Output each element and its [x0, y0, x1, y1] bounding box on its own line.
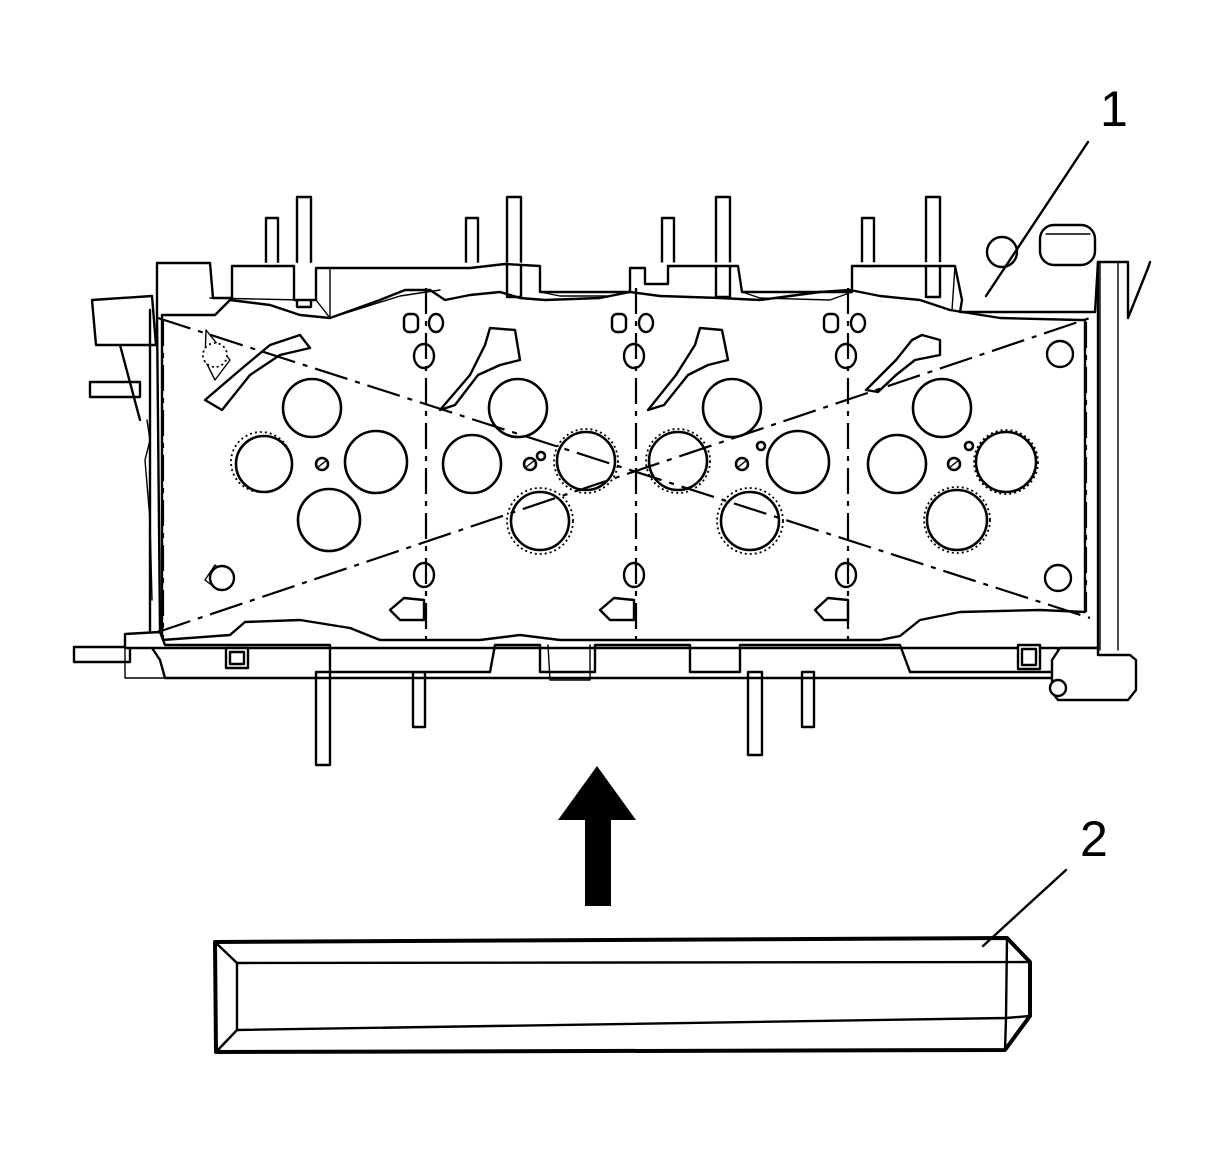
callout-label-2: 2 [1080, 811, 1108, 867]
leader-line-1 [984, 140, 1090, 298]
direction-arrow-up [558, 766, 636, 906]
callout-2: 2 [981, 811, 1108, 948]
bolt-slots [208, 312, 1075, 622]
left-studs [72, 294, 158, 664]
measurement-lines [157, 288, 1091, 645]
oil-passage-3 [646, 326, 730, 412]
callout-1: 1 [984, 81, 1128, 298]
oil-passage-1 [203, 333, 312, 412]
leader-line-2 [981, 868, 1068, 948]
bottom-rail [123, 630, 1060, 674]
top-rail [155, 260, 1152, 320]
cylinder-4-ports [866, 377, 1039, 554]
bottom-studs [314, 670, 816, 767]
cylinder-2-ports [441, 377, 619, 555]
deck-face [160, 288, 1087, 642]
oil-passage-2 [438, 326, 522, 412]
oil-passage-4 [864, 333, 942, 394]
straight-edge [213, 936, 1032, 1054]
callout-label-1: 1 [1100, 81, 1128, 137]
cylinder-3-ports [645, 377, 831, 555]
cylinder-head [72, 195, 1152, 767]
cylinder-1-ports [230, 377, 409, 553]
